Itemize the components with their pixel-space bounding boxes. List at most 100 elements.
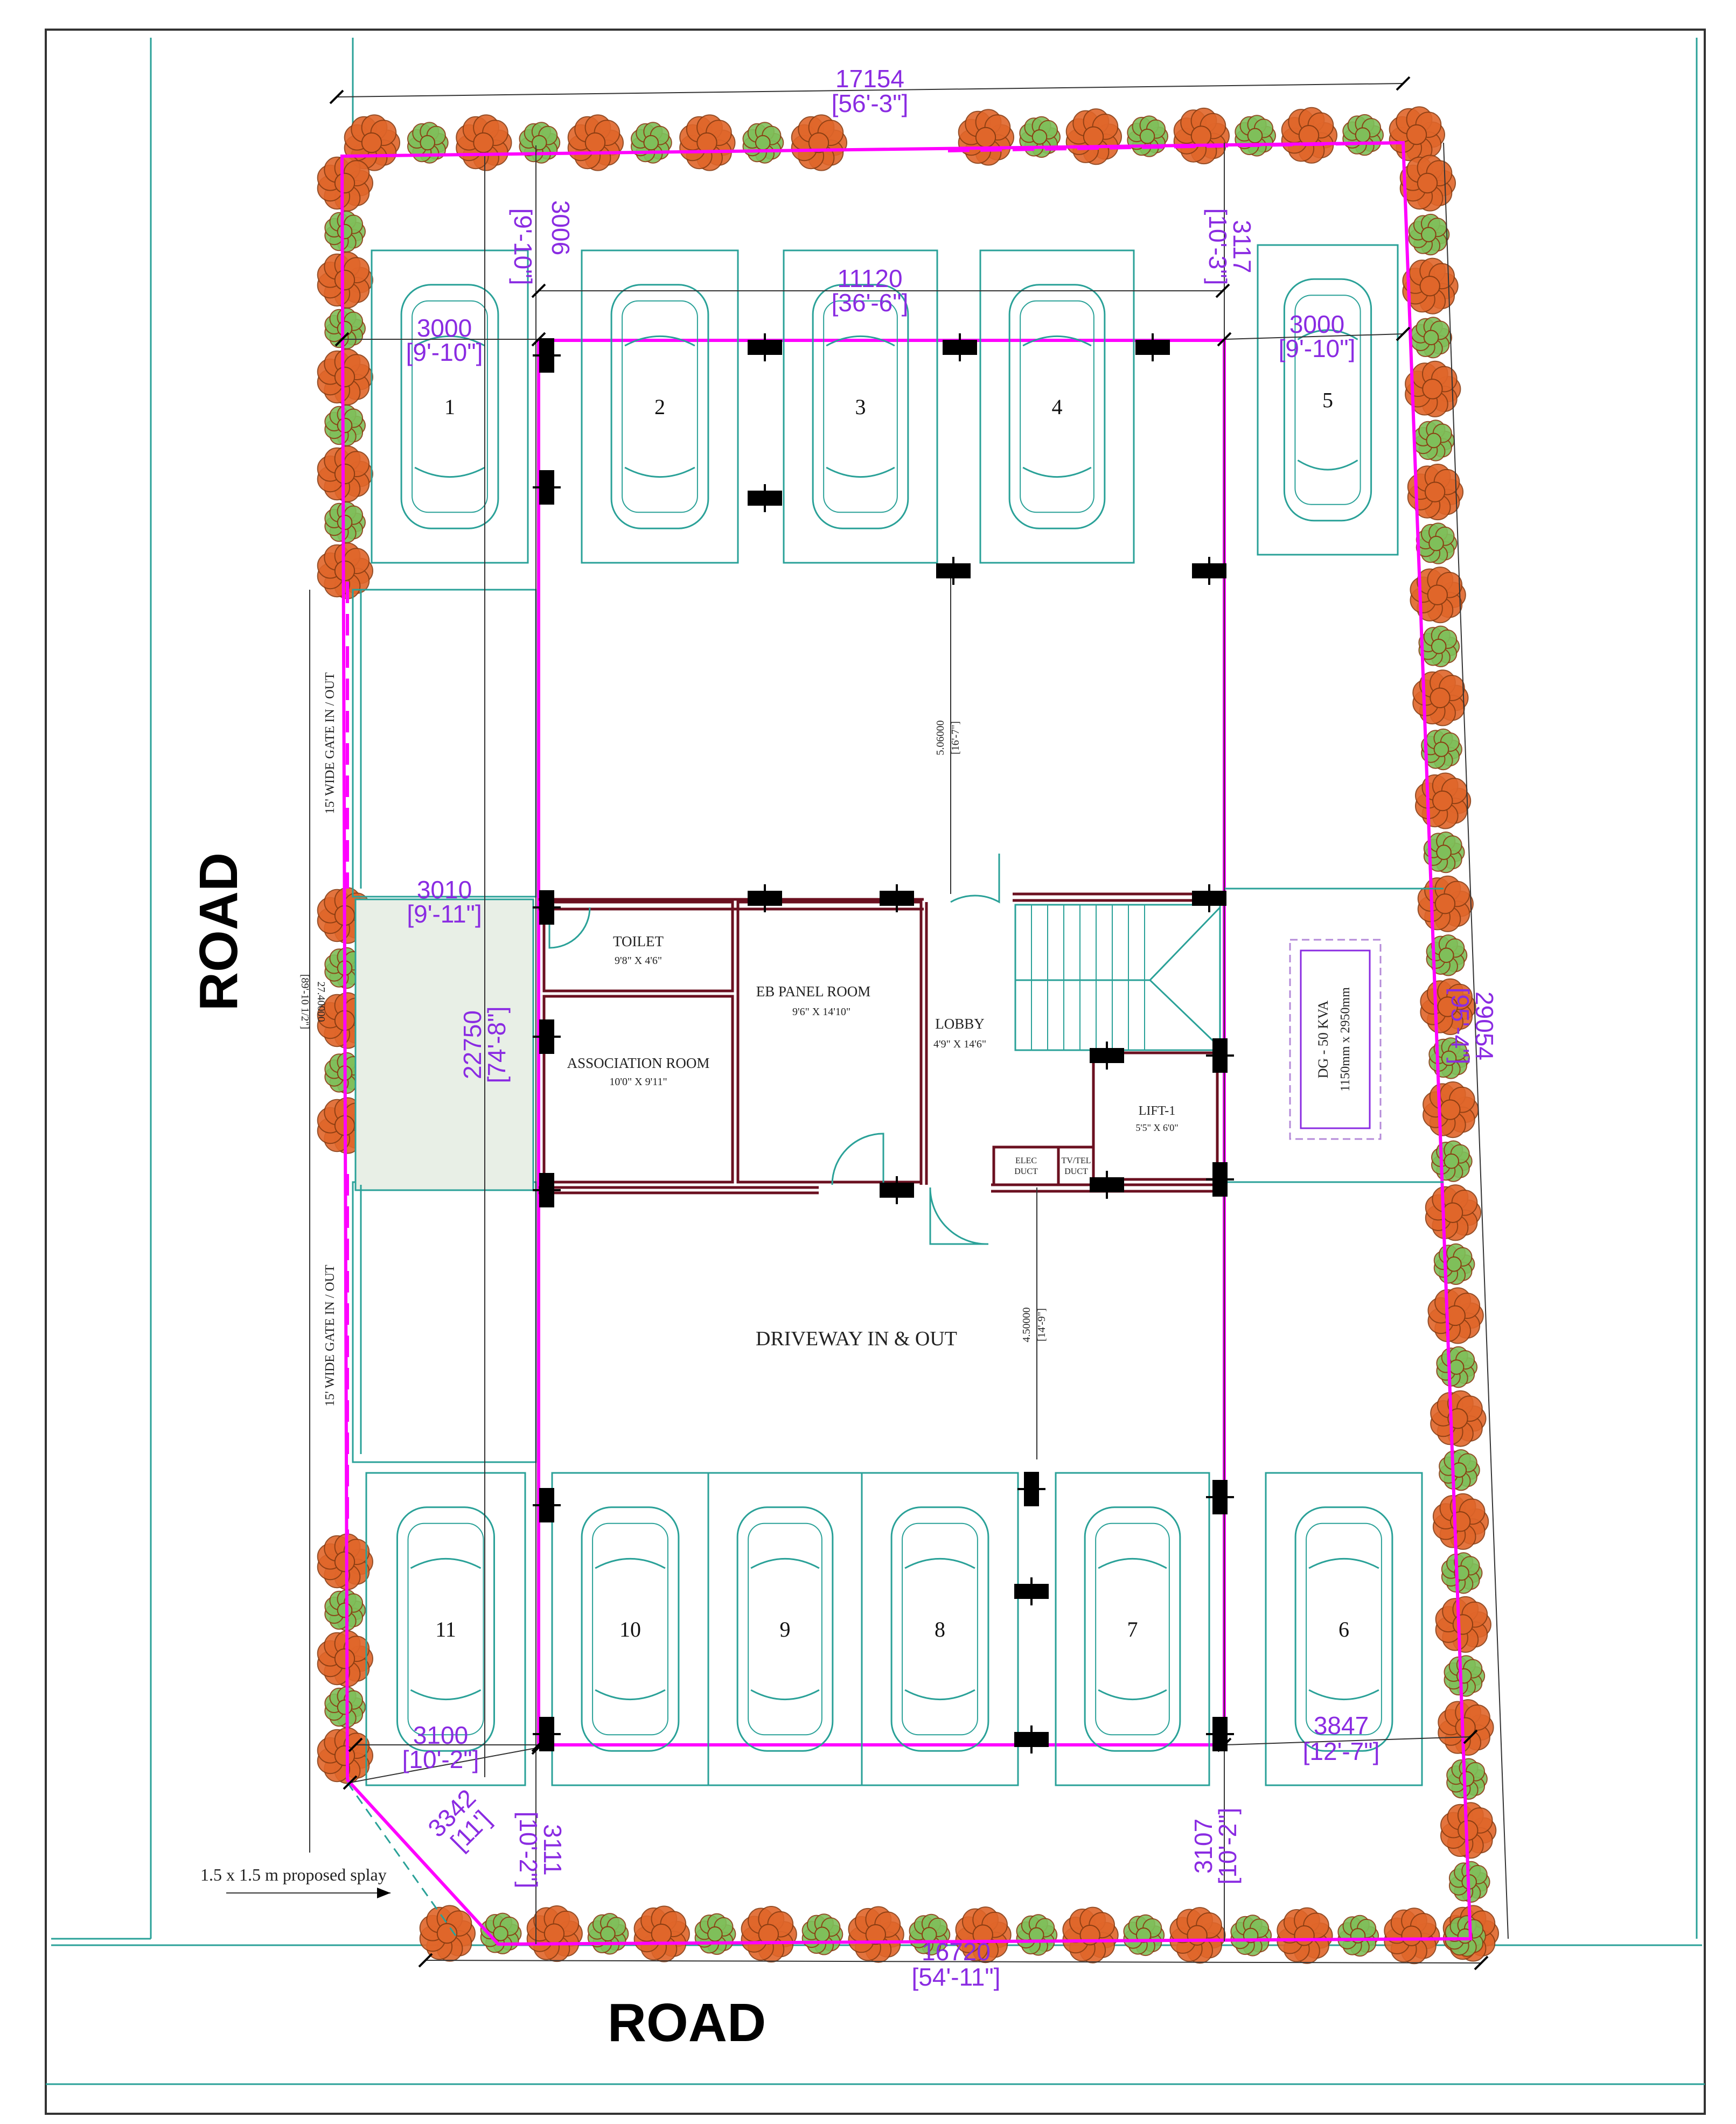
tree-icon [694, 1913, 736, 1955]
parking-bay-2: 2 [581, 249, 739, 564]
bay-outline [1265, 1472, 1423, 1786]
dim-inner-width-ft: [36'-6"] [832, 289, 909, 317]
car-rear-window [624, 466, 695, 478]
parking-number: 8 [935, 1617, 945, 1641]
dimension-tick [1396, 76, 1411, 91]
column [748, 484, 782, 512]
car-cabin [902, 1522, 978, 1736]
tree-icon [1423, 1081, 1479, 1138]
tree-icon [679, 114, 736, 171]
column [1192, 557, 1226, 585]
car-cabin [823, 300, 898, 513]
parking-number: 4 [1052, 395, 1063, 419]
dim-left-setback: 3000 [417, 314, 472, 342]
tree-icon [1441, 1552, 1483, 1594]
parking-bay-5: 5 [1257, 244, 1399, 556]
tree-icon [324, 1589, 366, 1631]
dimension-tick [531, 332, 546, 347]
tree-icon [1445, 1915, 1486, 1957]
column [533, 1717, 561, 1751]
column [936, 557, 971, 585]
parking-number: 10 [619, 1617, 641, 1641]
dim-right-depth-ft: [95'-4"] [1446, 988, 1474, 1065]
dim-top-left-front-ft: [9'-10"] [509, 208, 537, 285]
dim-gate-span: 27.40000 [315, 982, 327, 1022]
tree-icon [1169, 1907, 1226, 1964]
parking-bay-10: 10 [551, 1472, 709, 1786]
bay-outline [979, 249, 1135, 564]
tree-icon [1438, 1699, 1494, 1756]
tree-icon [1432, 1493, 1489, 1550]
car-windshield [1022, 335, 1092, 347]
parking-number: 7 [1127, 1617, 1138, 1641]
interior-walls [539, 892, 1223, 1194]
tree-icon [1016, 1914, 1058, 1956]
column [1192, 884, 1226, 912]
tree-icon [317, 348, 373, 406]
parking-number: 6 [1338, 1617, 1349, 1641]
tree-icon [1337, 1915, 1379, 1957]
tree-icon [1435, 1596, 1491, 1653]
tree-icon [1411, 317, 1453, 359]
parking-number: 11 [435, 1617, 456, 1641]
car-cabin [1020, 300, 1094, 513]
dim-left-setback-ft: [9'-10"] [406, 338, 483, 366]
landscape-patch [354, 898, 534, 1191]
parking-bay-1: 1 [371, 249, 529, 564]
bay-outline [371, 249, 529, 564]
dimension-tick [334, 332, 350, 347]
tree-icon [1417, 875, 1474, 932]
dim-bottom-width-ft: [54'-11"] [912, 1963, 1001, 1991]
car-rear-window [826, 466, 895, 478]
tree-icon [317, 251, 373, 309]
tv-duct-label-1: TV/TEL [1061, 1156, 1091, 1165]
tree-icon [1415, 772, 1472, 829]
tree-icon [317, 155, 373, 212]
car-rear-window [414, 466, 485, 478]
car-body [396, 1506, 495, 1752]
car-rear-window [1308, 1689, 1379, 1701]
car-windshield [595, 1557, 666, 1569]
column [880, 884, 914, 912]
tree-icon [1427, 1287, 1484, 1344]
tree-icon [1413, 420, 1455, 462]
car-cabin [622, 300, 698, 513]
lobby-size: 4'9" X 14'6" [933, 1038, 986, 1050]
car-windshield [1308, 1557, 1379, 1569]
toilet-size: 9'8" X 4'6" [615, 955, 662, 967]
car-windshield [750, 1557, 820, 1569]
tree-icon [1235, 115, 1276, 157]
dim-gate-span-ft: [89'-10 1/2"] [299, 974, 311, 1029]
elec-duct-label-2: DUCT [1014, 1167, 1038, 1176]
tree-icon [1416, 522, 1458, 564]
dim-mid-left-ft: [9'-11"] [407, 900, 482, 928]
dim-top-right-front-ft: [10'-3"] [1204, 208, 1232, 285]
column [1206, 1480, 1234, 1514]
tree-icon [1410, 567, 1466, 624]
tree-icon [456, 114, 512, 171]
bay-outline [1257, 244, 1399, 556]
dim-bottom-left-rear-ft: [10'-2"] [514, 1812, 542, 1889]
tree-icon [1436, 1346, 1478, 1388]
tree-icon [1173, 107, 1230, 165]
column [533, 338, 561, 373]
gate-area-bottom [352, 1181, 537, 1463]
dim-inner-width: 11120 [837, 264, 902, 292]
dim-upper-clear-ft: [16'-7"] [950, 721, 961, 754]
tree-icon [317, 445, 373, 502]
tree-icon [1065, 108, 1123, 165]
landscape-trees [317, 106, 1500, 1965]
tree-icon [1399, 155, 1456, 212]
gate-top-label: 15' WIDE GATE IN / OUT [323, 672, 337, 814]
tree-icon [1433, 1243, 1475, 1285]
tree-icon [407, 122, 449, 164]
car-cabin [412, 300, 488, 513]
tree-icon [324, 1686, 366, 1728]
parking-bay-3: 3 [783, 249, 938, 564]
tree-icon [791, 114, 847, 171]
dimension-tick [348, 1737, 363, 1752]
tree-icon [324, 404, 366, 446]
building-outline [537, 339, 1226, 1746]
